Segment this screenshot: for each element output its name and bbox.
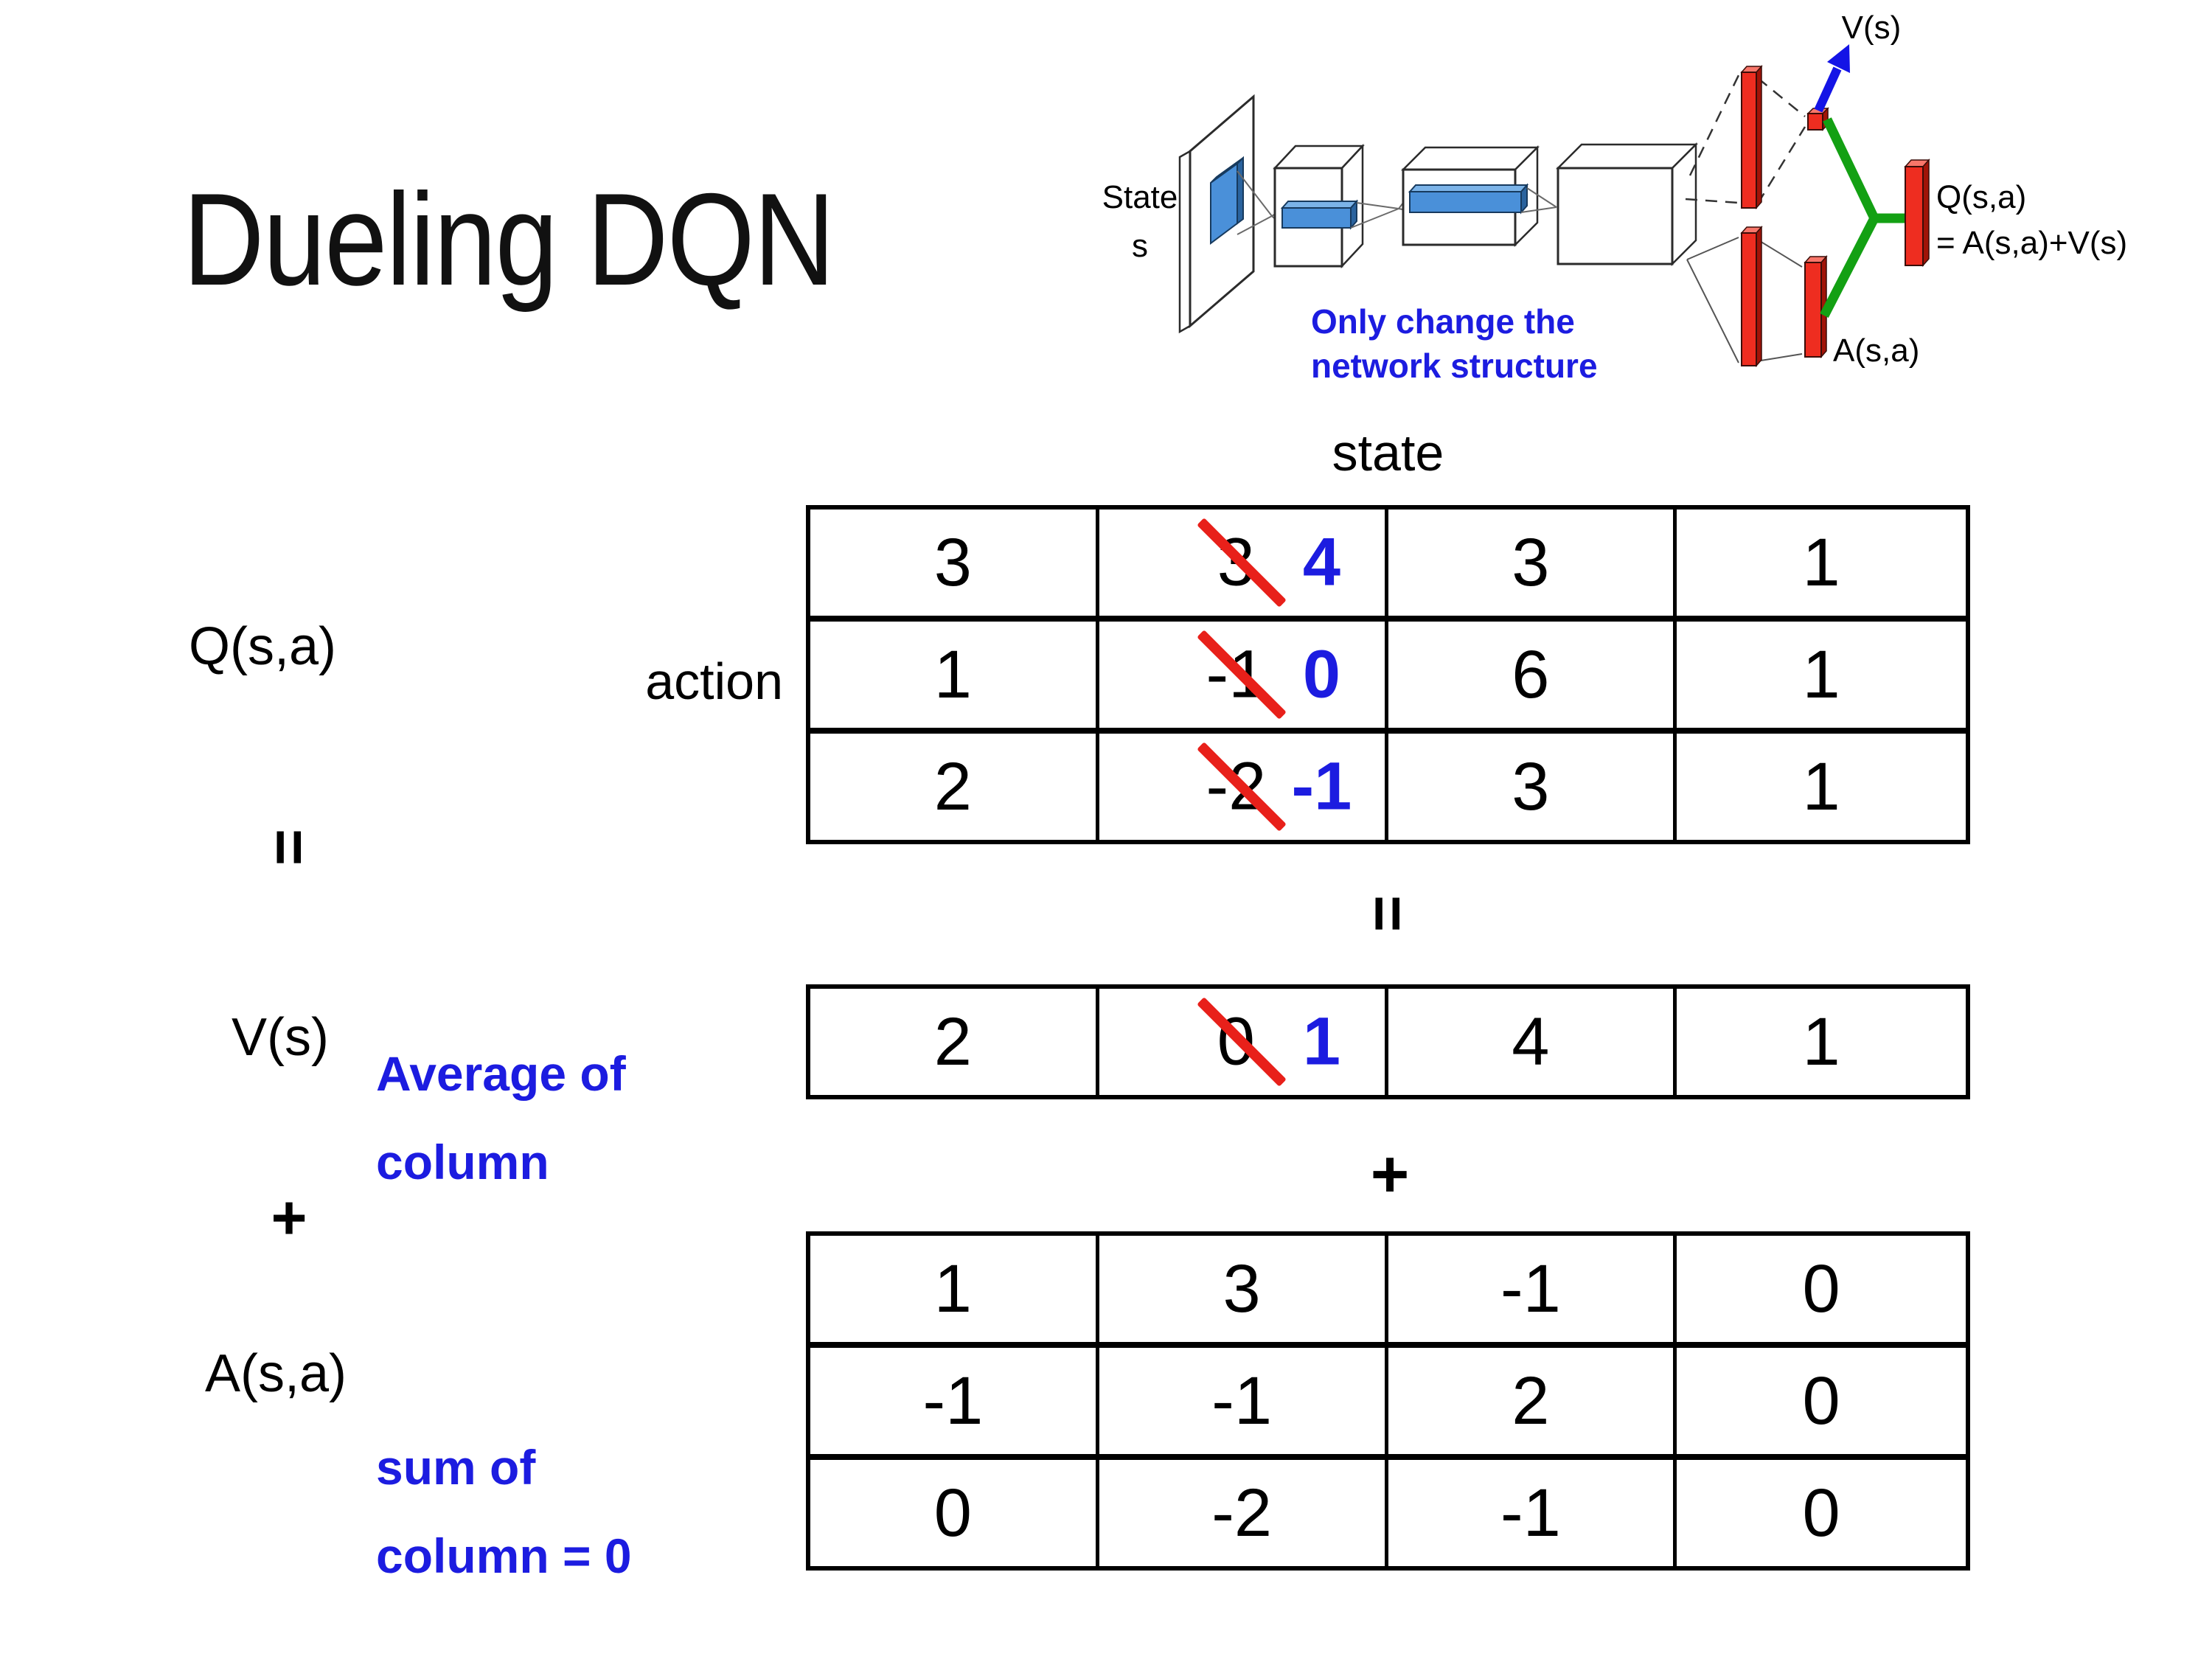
new-value: 4 [1302, 524, 1340, 600]
q-cell: 6 [1388, 622, 1677, 734]
sum-note: sum of column = 0 [376, 1423, 632, 1600]
merge-connector [1820, 117, 1907, 318]
action-label: action [645, 653, 783, 710]
q-matrix-label: Q(s,a) [189, 617, 337, 676]
conv-layer-3 [1555, 142, 1699, 267]
q-cell: 3 [1388, 734, 1677, 840]
average-note-line2: column [376, 1135, 549, 1189]
diagram-q-label: Q(s,a) [1936, 179, 2026, 215]
fc-bar-top [1740, 65, 1763, 209]
new-value: -1 [1291, 748, 1352, 824]
diagram-q-formula: = A(s,a)+V(s) [1936, 225, 2127, 261]
a-cell: -1 [810, 1348, 1099, 1460]
diagram-note-line1: Only change the [1311, 302, 1575, 341]
value-node [1806, 107, 1829, 131]
conv-layer-1 [1273, 143, 1411, 269]
state-header: state [1332, 424, 1444, 481]
a-cell: -1 [1099, 1348, 1388, 1460]
q-cell-corrected: 3 4 [1099, 509, 1388, 622]
q-cell-corrected: -1 0 [1099, 622, 1388, 734]
plus-middle: + [1370, 1138, 1410, 1211]
sum-note-line1: sum of [376, 1440, 536, 1495]
new-value: 0 [1302, 636, 1340, 712]
a-table: 1 3 -1 0 -1 -1 2 0 0 -2 -1 0 [806, 1231, 1970, 1571]
q-cell: 1 [1677, 622, 1966, 734]
q-table: 3 3 4 3 1 1 -1 0 6 1 2 -2 -1 3 1 [806, 505, 1970, 844]
network-diagram: State s V(s) Q(s,a) = A(s,a)+V(s) A(s,a)… [1102, 10, 2128, 385]
plus-left: + [271, 1183, 307, 1252]
a-cell: -2 [1099, 1460, 1388, 1566]
sum-note-line2: column = 0 [376, 1528, 632, 1583]
equals-middle: = [1352, 894, 1423, 933]
conv-layer-2 [1400, 145, 1557, 248]
a-matrix-label: A(s,a) [205, 1344, 347, 1403]
diagram-a-label: A(s,a) [1833, 333, 1919, 369]
q-cell: 3 [810, 509, 1099, 622]
a-cell: 1 [810, 1236, 1099, 1348]
average-note: Average of column [376, 1029, 626, 1206]
average-note-line1: Average of [376, 1046, 626, 1101]
a-cell: 3 [1099, 1236, 1388, 1348]
q-cell: 1 [1802, 748, 1840, 824]
new-value: 1 [1302, 1004, 1340, 1079]
stream-connections [1685, 74, 1806, 364]
slide-title: Dueling DQN [183, 166, 835, 313]
value-output-arrow [1814, 44, 1850, 113]
a-cell: 0 [1802, 1475, 1840, 1551]
diagram-state-label: State [1102, 179, 1178, 215]
q-cell: 3 [1388, 509, 1677, 622]
v-cell: 4 [1388, 989, 1677, 1095]
diagram-note-line2: network structure [1311, 347, 1598, 385]
q-cell: 1 [1677, 509, 1966, 622]
input-plane [1178, 94, 1283, 334]
a-cell: 0 [1677, 1236, 1966, 1348]
a-cell: 0 [810, 1460, 1099, 1566]
v-cell: 1 [1802, 1004, 1840, 1079]
q-cell-corrected: -2 -1 [1099, 734, 1388, 840]
a-cell: 2 [1388, 1348, 1677, 1460]
equals-left: = [253, 828, 324, 866]
feature-map-2 [1408, 183, 1529, 215]
diagram-v-label: V(s) [1842, 10, 1902, 46]
a-cell: 0 [1677, 1348, 1966, 1460]
q-output-bar [1904, 159, 1930, 267]
v-table: 2 0 1 4 1 [806, 984, 1970, 1099]
q-cell: 2 [810, 734, 1099, 840]
fc-bar-bottom [1740, 226, 1763, 367]
diagram-state-symbol: s [1132, 228, 1148, 264]
v-matrix-label: V(s) [232, 1008, 329, 1067]
a-cell: -1 [1388, 1460, 1677, 1566]
conv-filter-patch [1210, 156, 1244, 245]
v-cell-corrected: 0 1 [1099, 989, 1388, 1095]
feature-map-1 [1280, 199, 1359, 230]
q-cell: 1 [810, 622, 1099, 734]
advantage-bar [1804, 255, 1828, 358]
a-cell: -1 [1388, 1236, 1677, 1348]
v-cell: 2 [810, 989, 1099, 1095]
